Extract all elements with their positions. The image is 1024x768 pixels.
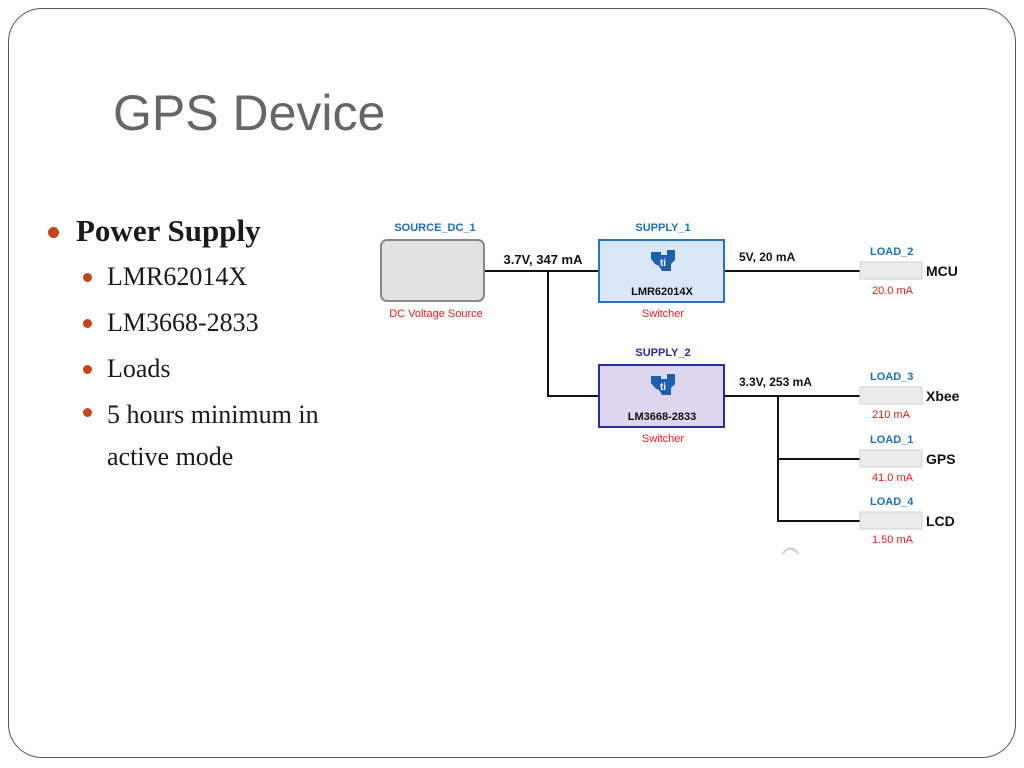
supply2-caption: Switcher <box>642 433 685 445</box>
supply2-part: LM3668-2833 <box>628 411 697 423</box>
load-lcd[interactable]: LOAD_4 LCD 1.50 mA <box>859 496 955 546</box>
load-box[interactable] <box>859 261 923 280</box>
bullet-dot <box>83 365 92 374</box>
supply1-caption: Switcher <box>642 308 685 320</box>
supply2-box[interactable] <box>598 364 725 428</box>
load-id: LOAD_1 <box>870 434 913 446</box>
load-name: GPS <box>926 451 956 467</box>
load-current: 41.0 mA <box>872 472 914 484</box>
supply2-output-label: 3.3V, 253 mA <box>739 375 812 389</box>
ti-logo-icon: ti <box>651 374 675 395</box>
bullet-dot <box>83 273 92 282</box>
bullet-lmr62014x: LMR62014X <box>48 254 378 300</box>
bullet-list: Power Supply LMR62014X LM3668-2833 Loads… <box>48 208 378 478</box>
wire-source-to-supply2 <box>547 271 599 397</box>
load-id: LOAD_4 <box>870 496 914 508</box>
bullet-dot <box>83 408 92 417</box>
load-box[interactable] <box>859 449 923 468</box>
spinner-icon <box>782 547 799 555</box>
supply1-id: SUPPLY_1 <box>635 222 690 234</box>
svg-text:ti: ti <box>660 382 666 393</box>
load-box[interactable] <box>859 511 923 530</box>
bullet-dot <box>48 227 59 238</box>
bullet-power-supply: Power Supply <box>48 208 378 254</box>
supply1-part: LMR62014X <box>631 286 693 298</box>
bullet-text: LMR62014X <box>107 262 248 291</box>
wires <box>484 270 860 522</box>
source-box[interactable] <box>380 239 485 302</box>
load-mcu[interactable]: LOAD_2 MCU 20.0 mA <box>859 246 958 297</box>
bullet-text: Power Supply <box>76 213 261 248</box>
load-id: LOAD_3 <box>870 371 913 383</box>
load-gps[interactable]: LOAD_1 GPS 41.0 mA <box>859 434 956 484</box>
supply2-id: SUPPLY_2 <box>635 347 690 359</box>
source-id: SOURCE_DC_1 <box>394 222 475 234</box>
supply1-output-label: 5V, 20 mA <box>739 250 796 264</box>
load-name: Xbee <box>926 388 960 404</box>
bullet-battery-life: 5 hours minimum in active mode <box>48 392 378 478</box>
bullet-text: LM3668-2833 <box>107 308 259 337</box>
supply2-block[interactable]: SUPPLY_2 ti LM3668-2833 Switcher <box>598 347 725 445</box>
ti-logo-icon: ti <box>651 250 675 271</box>
load-current: 1.50 mA <box>872 534 914 546</box>
load-current: 210 mA <box>872 409 911 421</box>
load-xbee[interactable]: LOAD_3 Xbee 210 mA <box>859 371 960 421</box>
load-box[interactable] <box>859 386 923 405</box>
supply1-box[interactable] <box>598 239 725 303</box>
bullet-text: 5 hours minimum in active mode <box>107 400 319 471</box>
load-current: 20.0 mA <box>872 285 914 297</box>
load-name: LCD <box>926 513 955 529</box>
slide-frame <box>8 8 1016 758</box>
source-output-label: 3.7V, 347 mA <box>503 252 583 267</box>
bullet-loads: Loads <box>48 346 378 392</box>
source-caption: DC Voltage Source <box>389 308 483 320</box>
load-id: LOAD_2 <box>870 246 913 258</box>
load-name: MCU <box>926 263 958 279</box>
slide-title: GPS Device <box>113 85 386 141</box>
bullet-text: Loads <box>107 354 171 383</box>
supply1-block[interactable]: SUPPLY_1 ti LMR62014X Switcher <box>598 222 725 320</box>
svg-text:ti: ti <box>660 258 666 269</box>
source-block[interactable]: SOURCE_DC_1 DC Voltage Source <box>380 222 485 320</box>
bullet-lm3668: LM3668-2833 <box>48 300 378 346</box>
bullet-dot <box>83 319 92 328</box>
wire-supply2-to-gps-lcd <box>777 396 860 522</box>
